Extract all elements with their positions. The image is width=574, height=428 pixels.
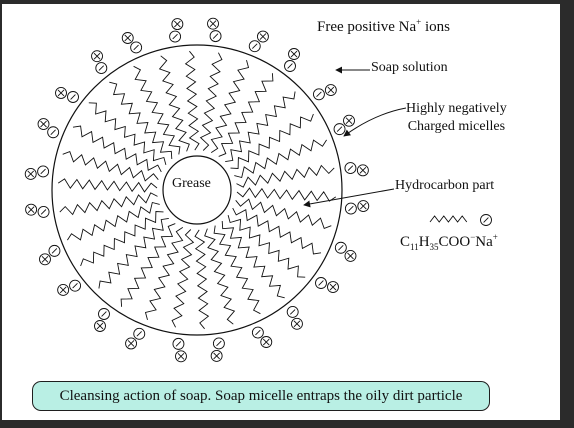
cation-icon	[260, 336, 273, 348]
cation-icon	[343, 114, 355, 127]
hydrocarbon-tail	[232, 207, 322, 255]
anion-icon	[480, 214, 492, 226]
soap-molecule-icon	[429, 215, 468, 223]
hydrocarbon-tail	[194, 229, 210, 330]
anion-icon	[333, 123, 346, 136]
hydrocarbon-tail	[184, 50, 200, 151]
anion-icon	[133, 327, 146, 340]
grease-particle	[162, 155, 232, 225]
anion-icon	[67, 91, 79, 103]
label-soap-solution: Soap solution	[371, 60, 448, 75]
cation-icon	[256, 30, 269, 43]
anion-icon	[334, 241, 347, 254]
cation-icon	[288, 48, 300, 60]
cation-icon	[24, 168, 37, 180]
anion-icon	[251, 326, 264, 339]
hydrocarbon-tail	[144, 227, 184, 321]
hydrocarbon-tail	[225, 91, 296, 163]
ion-ring	[24, 17, 492, 363]
hydrocarbon-tail	[67, 201, 160, 241]
cation-icon	[207, 17, 219, 30]
label-free-ions: Free positive Na+ ions	[317, 17, 450, 35]
hydrocarbon-tail	[227, 214, 306, 278]
hydrocarbon-tail	[158, 55, 190, 152]
hydrocarbon-tail	[236, 187, 337, 202]
anion-icon	[169, 30, 182, 43]
hydrocarbon-tail	[88, 102, 167, 166]
cation-icon	[291, 317, 303, 330]
anion-icon	[37, 205, 50, 218]
anion-icon	[48, 244, 61, 257]
cation-icon	[55, 87, 67, 99]
cation-icon	[175, 350, 187, 363]
hydrocarbon-tail	[62, 151, 159, 182]
cation-icon	[356, 164, 369, 177]
cation-icon	[94, 320, 106, 332]
hydrocarbon-tail	[204, 228, 236, 325]
anion-icon	[209, 30, 222, 43]
formula-soap-molecule: C11H35COO−Na+	[400, 232, 498, 252]
label-micelles: Highly negatively Charged micelles	[406, 101, 507, 134]
micelles-arrow	[343, 107, 407, 137]
hydrocarbon-tail	[171, 229, 195, 328]
hydrocarbon-tail	[120, 223, 176, 307]
hydrocarbon-tail	[218, 73, 274, 157]
label-hydrocarbon: Hydrocarbon part	[395, 178, 495, 193]
anion-icon	[284, 60, 296, 72]
anion-icon	[130, 41, 143, 54]
cation-icon	[171, 18, 184, 31]
anion-icon	[315, 277, 327, 289]
hydrocarbon-tail	[57, 178, 158, 193]
hydrocarbon-tail	[210, 59, 250, 153]
micelle-diagram	[24, 17, 492, 363]
cation-icon	[121, 32, 134, 44]
annotation-arrows	[303, 66, 407, 208]
anion-icon	[37, 165, 50, 178]
hydrocarbon-tail	[133, 65, 181, 155]
cation-icon	[91, 50, 103, 63]
cation-icon	[37, 118, 50, 131]
hydrocarbon-tail	[213, 225, 261, 315]
anion-icon	[95, 62, 108, 75]
cation-icon	[357, 200, 370, 212]
anion-icon	[47, 126, 60, 139]
hydrocarbon-tail	[235, 198, 332, 229]
micelle	[51, 44, 343, 336]
anion-icon	[312, 88, 325, 101]
anion-icon	[212, 337, 225, 350]
anion-icon	[286, 305, 299, 318]
diagram-canvas: Free positive Na+ ions Soap solution Hig…	[2, 4, 560, 420]
hydrocarbon-tail	[234, 139, 327, 179]
cation-icon	[57, 284, 70, 296]
anion-icon	[248, 40, 261, 53]
hydrocarbon-tail	[59, 192, 158, 216]
hydrocarbon-tail	[236, 164, 335, 188]
hydrocarbon-tail	[98, 217, 169, 289]
label-grease: Grease	[172, 176, 211, 191]
cation-icon	[39, 253, 51, 266]
anion-icon	[344, 162, 357, 175]
cation-icon	[210, 349, 223, 362]
cation-icon	[125, 337, 138, 350]
cation-icon	[324, 84, 337, 96]
cation-icon	[25, 203, 38, 216]
hydrocarbon-tail	[221, 220, 285, 299]
anion-icon	[69, 279, 82, 292]
hydrocarbon-tail	[80, 211, 164, 267]
hydrocarbon-tail	[230, 113, 314, 169]
hydrocarbon-arrow	[303, 188, 395, 208]
hydrocarbon-tail	[72, 125, 162, 173]
anion-icon	[172, 337, 185, 350]
anion-icon	[344, 202, 357, 215]
cation-icon	[344, 249, 357, 262]
hydrocarbon-tail	[199, 52, 223, 151]
micelle-boundary	[51, 44, 343, 336]
anion-icon	[98, 308, 110, 320]
caption-box: Cleansing action of soap. Soap micelle e…	[32, 381, 490, 411]
cation-icon	[327, 281, 339, 293]
hydrocarbon-tail	[109, 81, 173, 160]
